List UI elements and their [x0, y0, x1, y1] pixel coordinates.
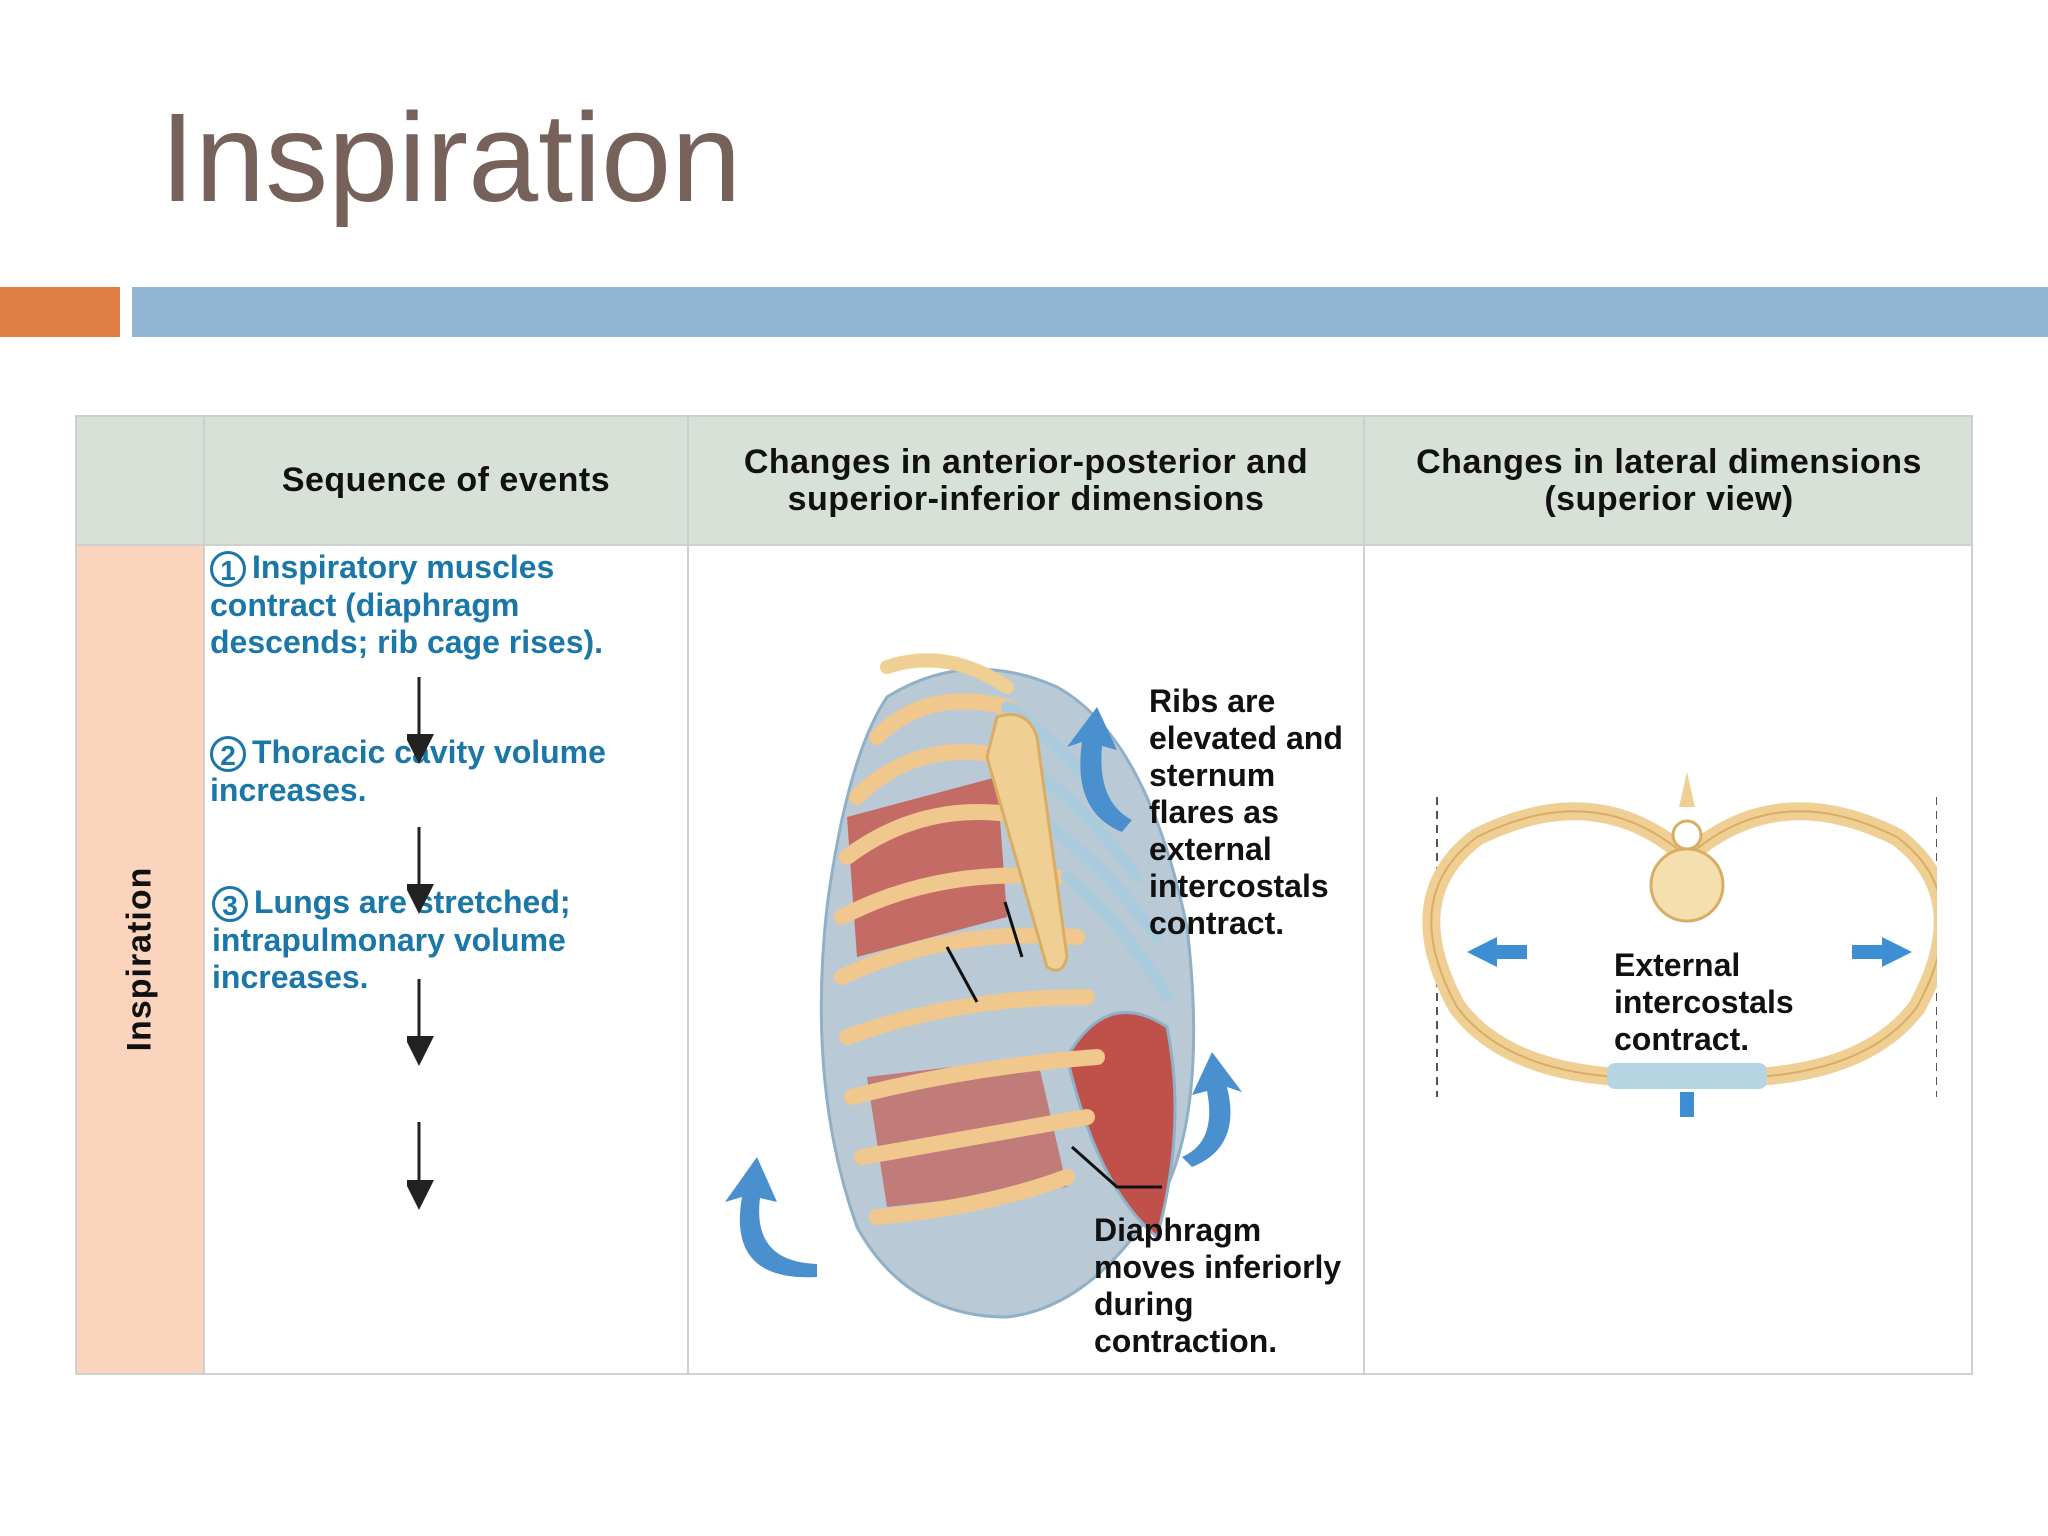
header-divider	[77, 544, 1971, 546]
step-number-badge: 3	[212, 886, 248, 922]
step-number-badge: 2	[210, 736, 246, 772]
row-label-text: Inspiration	[120, 866, 159, 1052]
header-lateral-dimensions: Changes in lateral dimensions (superior …	[1416, 442, 1922, 518]
table-header-row	[77, 417, 1971, 545]
external-intercostals-label: External intercostals contract.	[1614, 947, 1794, 1057]
rib-elevation-arrow-icon	[1067, 707, 1132, 832]
ribs-elevated-label: Ribs are elevated and sternum flares as …	[1149, 683, 1343, 941]
header-sequence-of-events: Sequence of events	[281, 461, 611, 500]
rib-elevation-arrow-icon	[725, 1157, 817, 1278]
column-divider	[203, 417, 205, 1373]
row-label-cell	[77, 545, 203, 1373]
step-text: Lungs are stretched; intrapulmonary volu…	[212, 884, 571, 995]
step-number-badge: 1	[210, 551, 246, 587]
rib-elevation-arrow-icon	[1182, 1052, 1242, 1167]
column-divider	[687, 417, 689, 1373]
accent-bar-blue	[132, 287, 2048, 337]
row-label: Inspiration	[77, 545, 203, 1373]
inspiration-table: Sequence of events Changes in anterior-p…	[75, 415, 1973, 1375]
accent-bar-orange	[0, 287, 120, 337]
step-text: Inspiratory muscles contract (diaphragm …	[210, 549, 604, 660]
diaphragm-label: Diaphragm moves inferiorly during contra…	[1094, 1212, 1342, 1359]
rib-cage-illustration	[819, 653, 1196, 1319]
superior-view-rib-illustration	[1422, 772, 1937, 1117]
step-arrows	[407, 677, 434, 1210]
header-ap-si-dimensions: Changes in anterior-posterior and superi…	[743, 442, 1309, 518]
slide-title: Inspiration	[160, 87, 742, 228]
column-divider	[1363, 417, 1365, 1373]
